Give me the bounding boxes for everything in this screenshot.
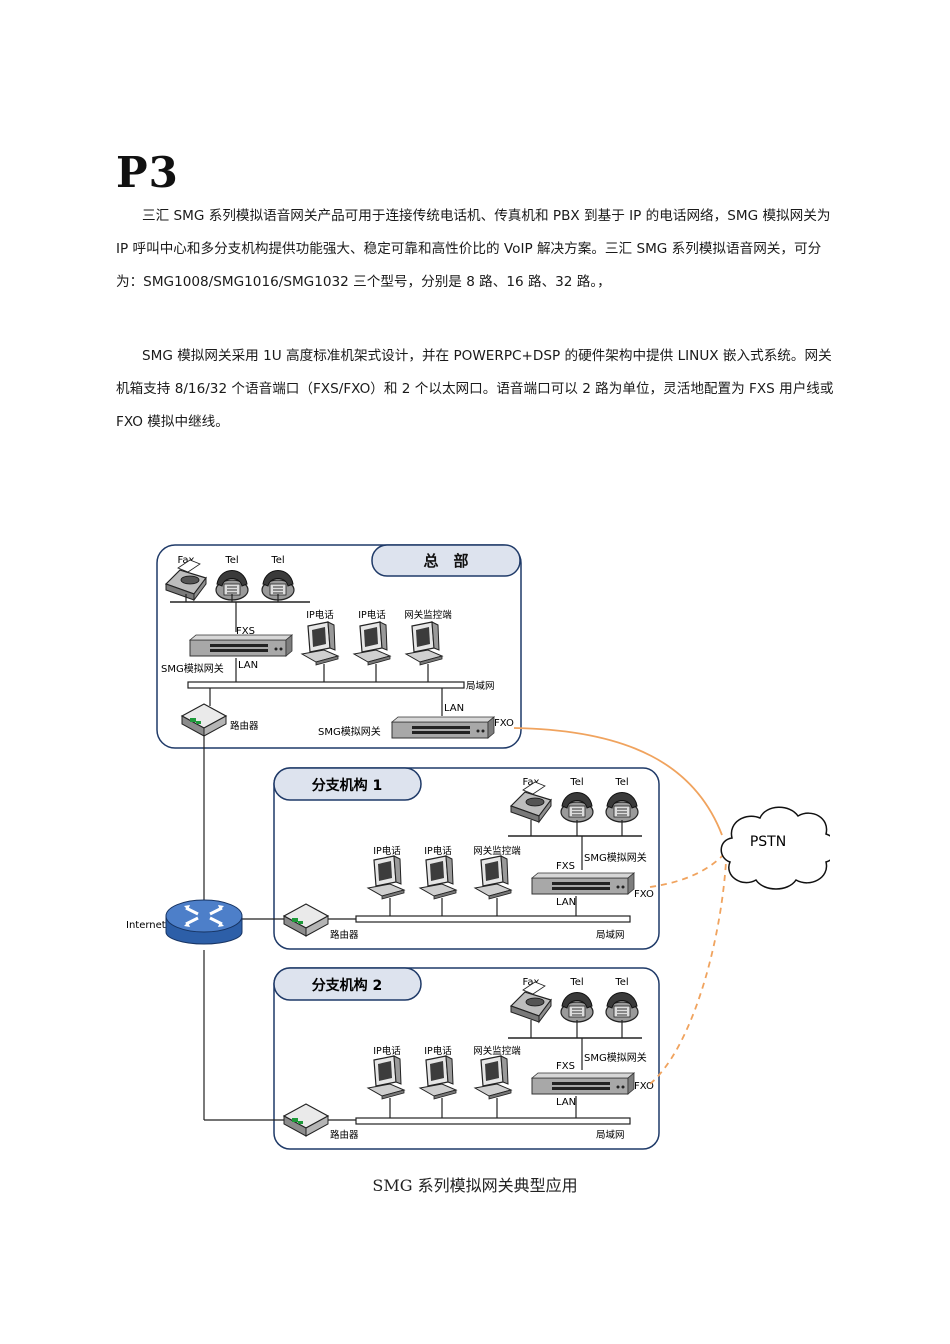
branch2-title-box [273, 967, 422, 1001]
branch1-lan-label: LAN [556, 897, 576, 908]
hq-frame [156, 544, 522, 749]
branch1-fxo-label: FXO [634, 889, 654, 900]
hq-router-label: 路由器 [230, 720, 259, 732]
hq-title-box [371, 544, 521, 577]
network-diagram: 总 部 Fax Tel Tel FXS SMG模拟网关 LAN IP电话 IP电… [126, 544, 830, 1150]
pstn-link-branch2 [649, 861, 727, 1085]
hq-fax-label: Fax [178, 555, 195, 566]
branch1-gateway-icon [531, 872, 635, 895]
branch2-phone-icon [560, 991, 594, 1023]
pstn-label: PSTN [750, 834, 786, 850]
hq-monitor-label: 网关监控端 [404, 609, 452, 621]
branch2-tel1-label: Tel [569, 977, 583, 988]
branch1-fxs-label: FXS [556, 861, 575, 872]
branch2-phone-icon [605, 991, 639, 1023]
hq-fxo-label: FXO [494, 718, 514, 729]
branch1-title-box [273, 767, 422, 801]
branch1-router-label: 路由器 [330, 929, 359, 941]
branch2-lan-bar [355, 1117, 631, 1125]
hq-tel2-label: Tel [270, 555, 284, 566]
hq-fxs-label: FXS [236, 626, 255, 637]
branch2-lan-label: LAN [556, 1097, 576, 1108]
branch2-gateway-label: SMG模拟网关 [584, 1051, 647, 1064]
hq-lan2-label: LAN [444, 703, 464, 714]
branch1-monitor-label: 网关监控端 [473, 845, 521, 857]
page-heading: P3 [116, 148, 179, 197]
hq-gateway-icon [189, 634, 293, 657]
branch1-ipphone1-label: IP电话 [373, 845, 401, 857]
hq-gateway-icon [391, 716, 495, 739]
branch2-router-label: 路由器 [330, 1129, 359, 1141]
hq-gateway1-label: SMG模拟网关 [161, 662, 224, 675]
branch1-phone-icon [560, 791, 594, 823]
hq-title: 总 部 [423, 552, 468, 570]
branch1-tel2-label: Tel [614, 777, 628, 788]
branch1-lan-bar [355, 915, 631, 923]
pstn-section: PSTN [513, 727, 830, 1085]
branch2-ipphone2-label: IP电话 [424, 1045, 452, 1057]
branch2-fxs-label: FXS [556, 1061, 575, 1072]
branch2-monitor-label: 网关监控端 [473, 1045, 521, 1057]
hq-lan-net-label: 局域网 [466, 680, 495, 692]
branch2-fxo-label: FXO [634, 1081, 654, 1092]
branch2-gateway-icon [531, 1072, 635, 1095]
branch2-lan-net-label: 局域网 [596, 1129, 625, 1141]
branch1-gateway-label: SMG模拟网关 [584, 851, 647, 864]
hq-lan-bar [187, 681, 465, 689]
internet-switch-icon [165, 899, 243, 945]
hq-tel1-label: Tel [224, 555, 238, 566]
hq-section: 总 部 Fax Tel Tel FXS SMG模拟网关 LAN IP电话 IP电… [156, 544, 522, 749]
branch1-title: 分支机构 1 [312, 777, 383, 794]
branch2-ipphone1-label: IP电话 [373, 1045, 401, 1057]
figure-caption: SMG 系列模拟网关典型应用 [372, 1176, 578, 1195]
branch1-tel1-label: Tel [569, 777, 583, 788]
branch2-tel2-label: Tel [614, 977, 628, 988]
branch1-lan-net-label: 局域网 [596, 929, 625, 941]
hardware-paragraph: SMG 模拟网关采用 1U 高度标准机架式设计，并在 POWERPC+DSP 的… [116, 348, 834, 430]
hq-ipphone2-label: IP电话 [358, 609, 386, 621]
hq-gateway2-label: SMG模拟网关 [318, 725, 381, 738]
pstn-link-hq [513, 727, 723, 836]
internet-label: Internet [126, 920, 166, 931]
hq-ipphone1-label: IP电话 [306, 609, 334, 621]
branch1-ipphone2-label: IP电话 [424, 845, 452, 857]
branch1-phone-icon [605, 791, 639, 823]
pstn-cloud-icon [720, 806, 830, 890]
hq-lan1-label: LAN [238, 660, 258, 671]
internet-section: Internet [126, 736, 284, 1121]
branch2-fax-label: Fax [523, 977, 540, 988]
branch2-title: 分支机构 2 [312, 977, 383, 994]
branch1-fax-label: Fax [523, 777, 540, 788]
pstn-link-branch1 [649, 851, 727, 888]
branch1-section: 分支机构 1 Fax Tel Tel IP电话 IP电话 网关监控端 FXS S… [273, 767, 660, 950]
branch2-section: 分支机构 2 Fax Tel Tel IP电话 IP电话 网关监控端 FXS S… [273, 967, 660, 1150]
intro-paragraph: 三汇 SMG 系列模拟语音网关产品可用于连接传统电话机、传真机和 PBX 到基于… [116, 208, 831, 290]
